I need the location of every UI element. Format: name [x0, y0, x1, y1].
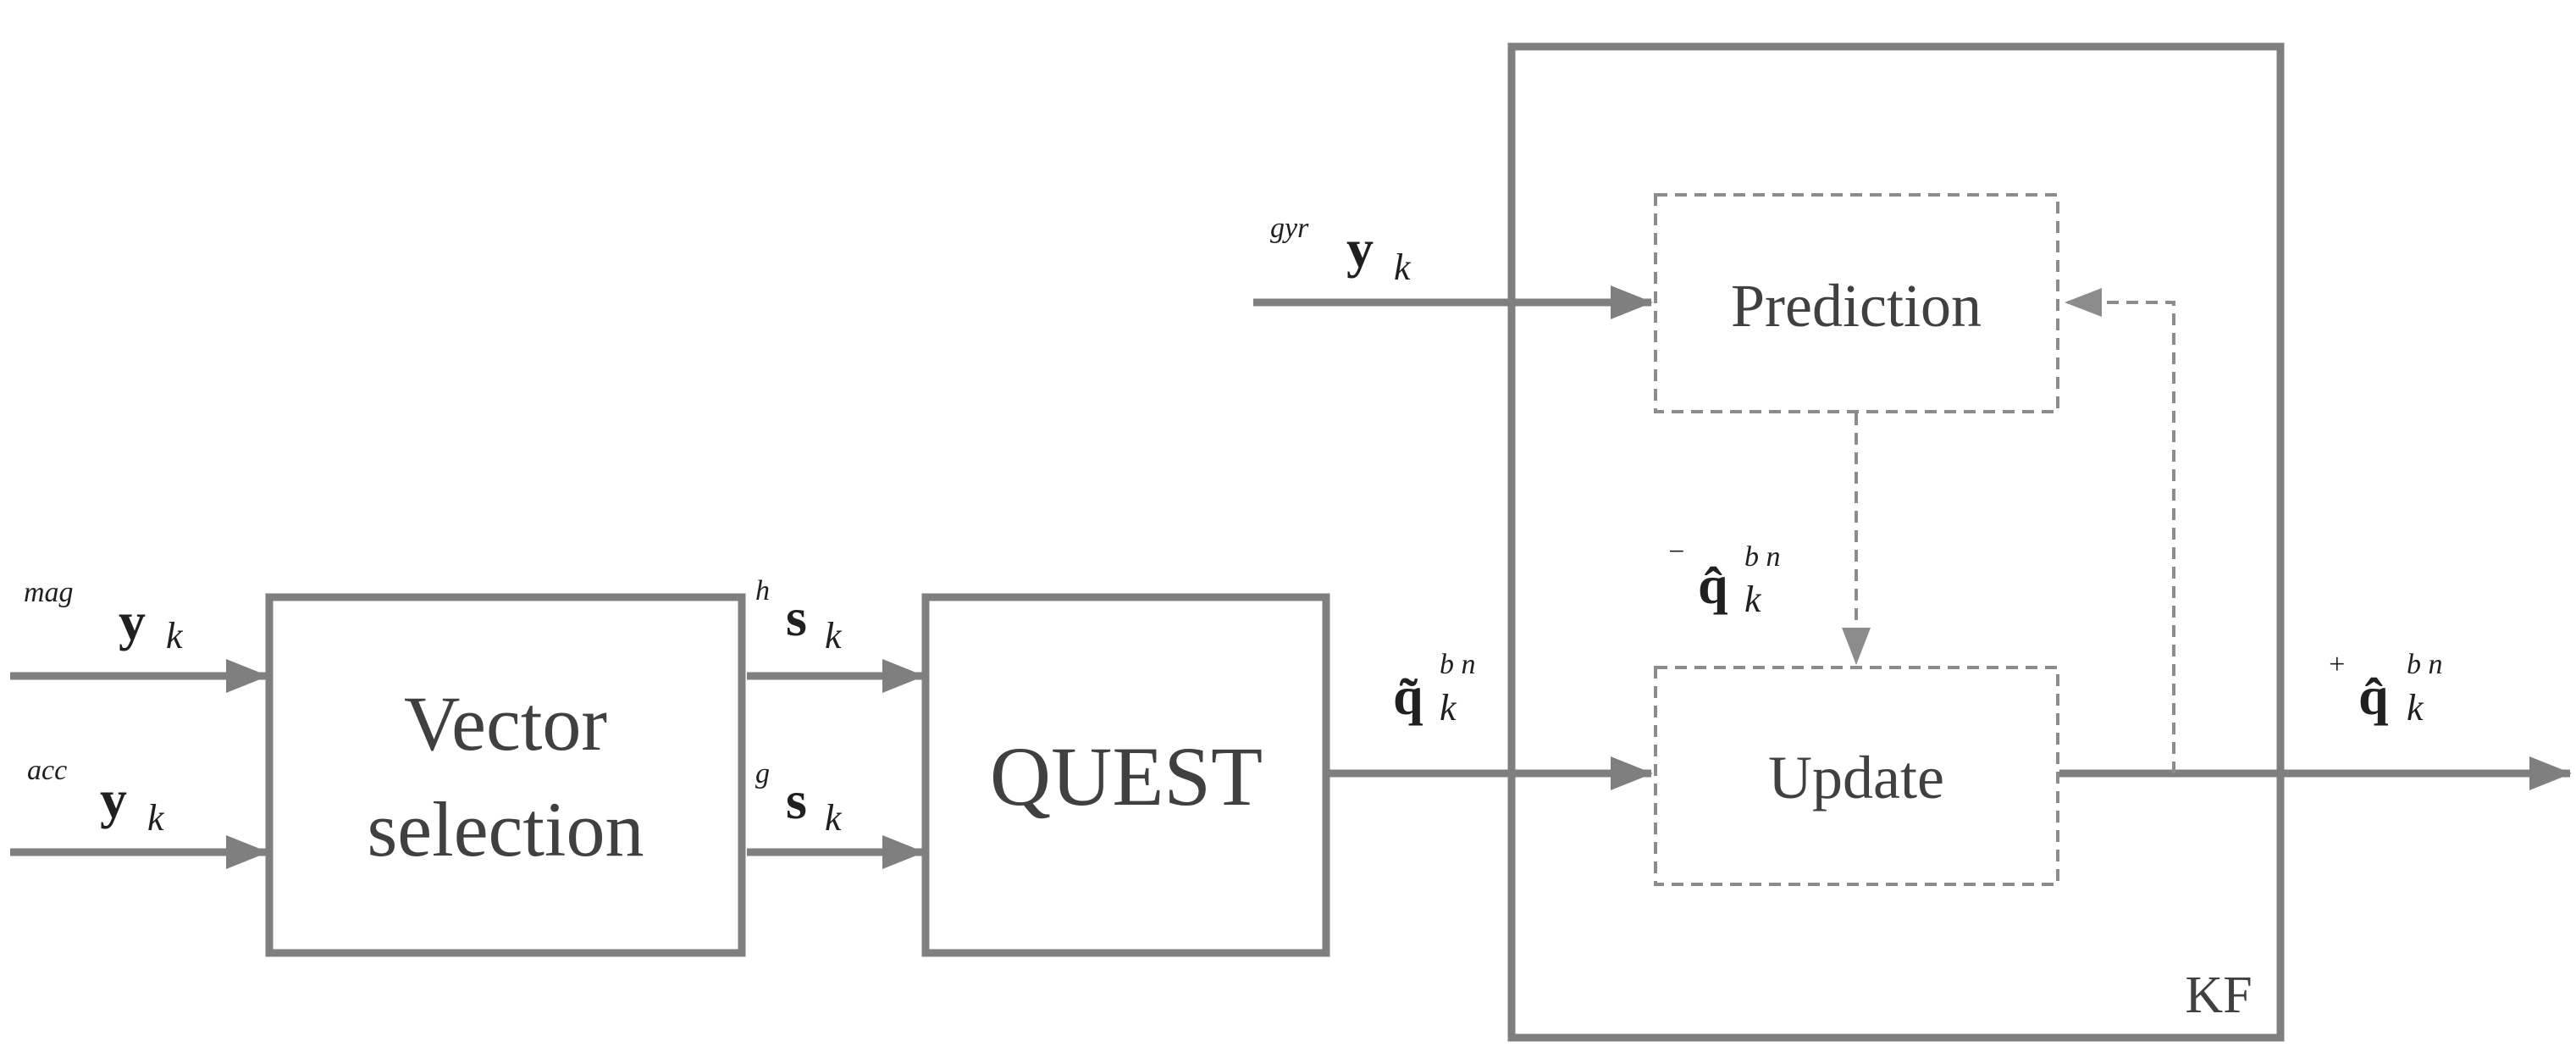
- gyr-symbol: y: [1346, 219, 1374, 279]
- acc-y-label: acc y k: [27, 755, 165, 839]
- prediction-box: [1654, 193, 2059, 413]
- g-s-label: g s k: [755, 758, 843, 839]
- vector-selection-label-line2: selection: [368, 786, 644, 872]
- vector-selection-label-line1: Vector: [404, 680, 607, 767]
- q-minus-superscript: b n: [1744, 541, 1781, 573]
- q-minus-label: − q̂ b n k: [1667, 536, 1781, 620]
- q-minus-subscript: k: [1744, 579, 1762, 620]
- g-s-symbol: s: [786, 770, 807, 830]
- q-plus-prefix: +: [2327, 649, 2347, 680]
- acc-symbol: y: [100, 769, 127, 829]
- q-plus-subscript: k: [2407, 687, 2424, 728]
- h-s-subscript: k: [825, 615, 843, 656]
- g-s-subscript: k: [825, 797, 843, 839]
- kf-label: KF: [2185, 967, 2252, 1024]
- gyr-subscript: k: [1394, 246, 1412, 288]
- h-s-label: h s k: [755, 575, 843, 656]
- acc-subscript: k: [147, 797, 165, 839]
- kf-box: [1507, 42, 2285, 1042]
- acc-superscript: acc: [27, 755, 67, 786]
- q-minus-prefix: −: [1667, 536, 1686, 568]
- q-plus-label: + q̂ b n k: [2327, 649, 2443, 728]
- h-superscript: h: [755, 575, 770, 607]
- q-plus-superscript: b n: [2407, 649, 2443, 680]
- mag-subscript: k: [166, 615, 184, 656]
- quest-label: QUEST: [990, 729, 1263, 823]
- vector-selection-box: [265, 593, 746, 957]
- gyr-y-label: gyr y k: [1270, 213, 1412, 288]
- q-tilde-superscript: b n: [1440, 649, 1476, 680]
- g-superscript: g: [755, 758, 770, 789]
- q-tilde-label: q̃ b n k: [1393, 649, 1476, 728]
- q-tilde-symbol: q̃: [1393, 666, 1423, 726]
- q-plus-symbol: q̂: [2358, 666, 2389, 726]
- update-box: [1654, 666, 2059, 886]
- mag-symbol: y: [119, 591, 146, 651]
- q-minus-symbol: q̂: [1698, 555, 1728, 615]
- update-label: Update: [1768, 744, 1944, 812]
- gyr-superscript: gyr: [1270, 213, 1309, 244]
- feedback-path: [2065, 288, 2175, 773]
- prediction-label: Prediction: [1731, 272, 1982, 340]
- q-tilde-subscript: k: [1440, 687, 1457, 728]
- quest-box: [921, 593, 1330, 957]
- mag-y-label: mag y k: [24, 577, 184, 656]
- mag-superscript: mag: [24, 577, 74, 608]
- h-s-symbol: s: [786, 587, 807, 647]
